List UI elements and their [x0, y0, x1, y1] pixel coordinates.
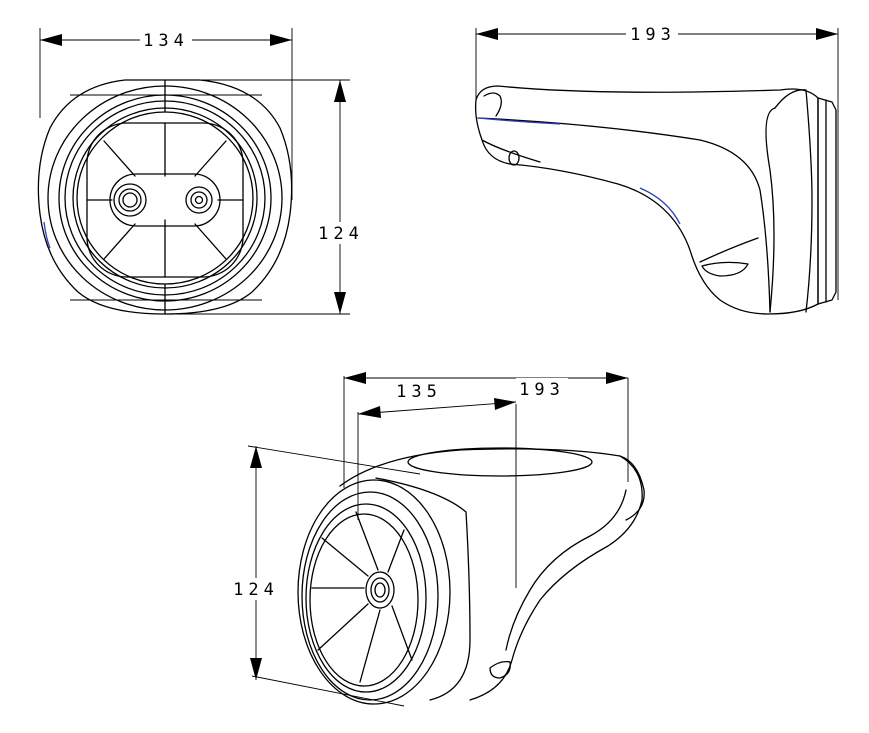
side-view: 193 [474, 24, 839, 315]
iso-ring-2 [301, 491, 439, 701]
side-edge-highlight-2 [477, 117, 561, 125]
side-mount-hole [508, 150, 520, 166]
iso-height-label: 124 [233, 580, 279, 600]
front-spoke-tr [194, 140, 227, 177]
iso-end-cap [619, 455, 645, 521]
side-length-label: 193 [630, 25, 676, 45]
iso-ring-1 [297, 479, 451, 705]
front-nozzle-left-mid [118, 188, 142, 212]
iso-spoke-3 [387, 529, 405, 573]
iso-view: 135 193 124 [233, 372, 645, 707]
iso-height-ext-top [247, 445, 421, 475]
iso-width-dim-line [357, 401, 517, 415]
side-body [474, 85, 819, 315]
front-nozzle-right-mid [190, 191, 208, 209]
front-nozzle-left-outer [113, 183, 147, 217]
side-lower-edge [481, 139, 541, 163]
front-spoke-tl [103, 140, 136, 177]
iso-length-arrow-left [344, 372, 366, 384]
iso-spoke-1 [321, 537, 369, 577]
iso-spoke-5 [317, 603, 369, 651]
side-backplate [817, 97, 837, 305]
iso-nozzle-outer [365, 571, 395, 609]
front-spoke-br [194, 223, 227, 260]
iso-height-ext-bottom [251, 675, 405, 707]
iso-length-arrow-right [606, 372, 628, 384]
front-height-arrow-top [334, 80, 346, 102]
iso-spoke-2 [355, 511, 379, 571]
front-height-label: 124 [318, 224, 364, 244]
front-nozzle-right-outer [185, 186, 213, 214]
front-width-arrow-left [40, 34, 62, 46]
iso-nozzle-inner [374, 582, 386, 598]
side-face-contour [774, 89, 813, 313]
iso-width-arrow-right [494, 398, 516, 410]
iso-ring-3 [305, 503, 427, 693]
front-edge-highlight [43, 221, 51, 249]
iso-lower-contour [505, 489, 627, 651]
front-view: 134 124 [37, 28, 364, 315]
iso-top-body [339, 448, 643, 701]
iso-width-arrow-left [358, 406, 381, 418]
front-width-arrow-right [270, 34, 292, 46]
front-nozzle-left-inner [122, 192, 138, 208]
iso-width-label: 135 [396, 382, 442, 402]
iso-nozzle-mid [370, 577, 390, 603]
side-face-curve [765, 107, 776, 313]
front-nozzle-right-inner [194, 195, 204, 205]
side-upper-edge [477, 117, 771, 313]
front-width-label: 134 [143, 31, 189, 51]
front-height-arrow-bottom [334, 292, 346, 314]
iso-ring-4 [309, 513, 419, 687]
side-edge-highlight-1 [639, 187, 681, 225]
side-bottom-outlet-line [699, 237, 759, 263]
front-nozzle-capsule [109, 173, 221, 227]
side-length-arrow-right [816, 28, 838, 40]
iso-length-label: 193 [519, 380, 565, 400]
iso-height-arrow-bottom [250, 658, 262, 680]
side-front-cap [483, 92, 502, 117]
side-length-arrow-left [476, 28, 498, 40]
iso-height-arrow-top [250, 446, 262, 468]
iso-side-face [375, 477, 471, 701]
front-spoke-bl [103, 223, 136, 260]
iso-spoke-6 [359, 609, 381, 683]
iso-bottom-outlet [489, 660, 511, 679]
iso-top-ellipse [407, 447, 593, 477]
front-outer-body [37, 79, 293, 315]
iso-spoke-7 [391, 605, 413, 661]
side-bottom-outlet [701, 261, 749, 277]
